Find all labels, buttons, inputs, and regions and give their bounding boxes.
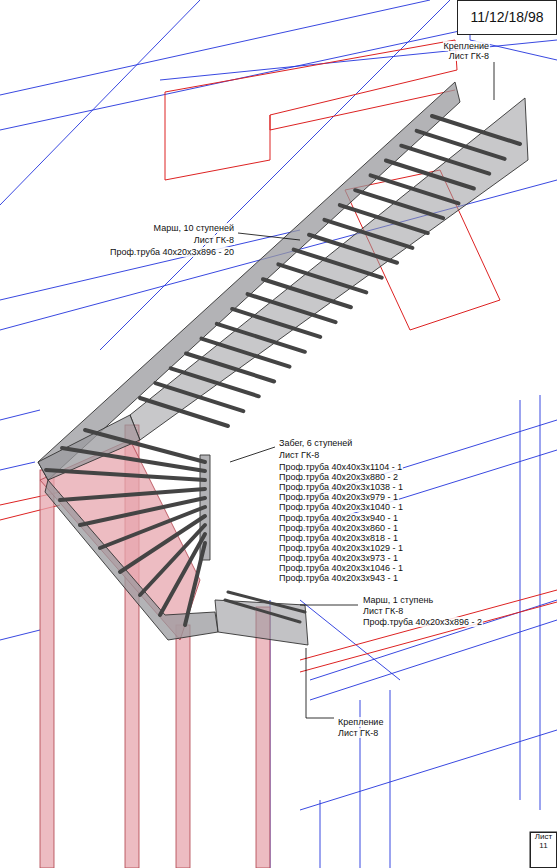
callout-text: Лист ГК-8 — [448, 51, 490, 61]
callout-text: Крепление — [337, 717, 384, 727]
callout-text: Проф.труба 40x20x3x860 - 1 — [278, 523, 399, 533]
callout-text: Проф.труба 40x20x3x1029 - 1 — [278, 543, 404, 553]
callout-text: Лист ГК-8 — [278, 450, 320, 460]
stringer-plates — [38, 82, 528, 645]
stamp-text: 11 — [534, 842, 553, 851]
callout-text: Проф.труба 40x20x3x979 - 1 — [278, 492, 399, 502]
callout-text: Проф.труба 40x40x3x1104 - 1 — [278, 462, 403, 472]
callout-text: Марш, 10 ступеней — [153, 223, 235, 233]
callout-text: Марш, 1 ступень — [362, 595, 434, 605]
sheet-number-box: Лист11 — [530, 832, 557, 868]
callout-text: Лист ГК-8 — [337, 728, 379, 738]
callout-text: Проф.труба 40x20x3x818 - 1 — [278, 533, 399, 543]
callout-text: Лист ГК-8 — [193, 235, 235, 245]
callout-text: Проф.труба 40x20x3x896 - 2 — [362, 617, 483, 627]
callout-text: Проф.труба 40x20x3x943 - 1 — [278, 573, 399, 583]
callout-text: Проф.труба 40x20x3x973 - 1 — [278, 553, 399, 563]
callout-text: Проф.труба 40x20x3x940 - 1 — [278, 513, 399, 523]
callout-text: Лист ГК-8 — [362, 606, 404, 616]
stamp-text: 11/12/18/98 — [461, 1, 553, 34]
stamp-text: Лист — [534, 833, 553, 842]
red-frame — [0, 40, 557, 672]
leader-lines — [230, 62, 494, 718]
step-pipes — [46, 116, 520, 625]
support-posts — [40, 425, 270, 868]
callout-text: Проф.труба 40x20x3x1038 - 1 — [278, 482, 404, 492]
callout-text: Проф.труба 40x20x3x1046 - 1 — [278, 563, 404, 573]
callout-text: Проф.труба 40x20x3x880 - 2 — [278, 472, 399, 482]
callout-text: Проф.труба 40x20x3x896 - 20 — [109, 247, 235, 257]
callout-text: Забег, 6 ступеней — [278, 438, 353, 448]
callout-text: Крепление — [443, 41, 490, 51]
callout-text: Проф.труба 40x20x3x1040 - 1 — [278, 502, 404, 512]
drawing-code-box: 11/12/18/98 — [457, 0, 557, 35]
